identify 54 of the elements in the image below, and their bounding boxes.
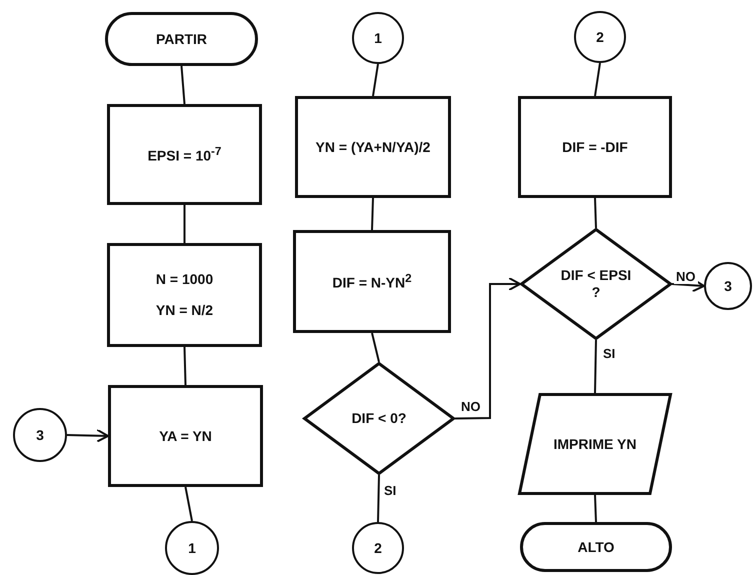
edge-label: SI <box>382 484 398 498</box>
connector-line <box>184 346 186 386</box>
edge-label: SI <box>601 347 618 362</box>
data-parallelogram <box>518 393 672 495</box>
decision-diamond <box>520 228 672 340</box>
node-text: 2 <box>596 28 604 46</box>
connector-line <box>594 494 597 522</box>
connector-line <box>184 486 193 522</box>
process-box <box>107 104 262 205</box>
edge-label: NO <box>459 400 482 414</box>
connector-line <box>180 66 186 104</box>
connector-line <box>594 62 601 96</box>
node-text: DIF < 0? <box>350 410 408 427</box>
arrow <box>672 278 705 292</box>
node-text: DIF = N-YN$^{2}$ <box>332 272 412 292</box>
node-text: 2 <box>374 540 382 556</box>
connector-circle <box>704 262 752 310</box>
arrow <box>66 428 109 443</box>
connector-line <box>371 198 374 230</box>
connector-line <box>371 332 380 362</box>
connector-circle <box>352 12 404 64</box>
terminal-shape <box>520 522 672 572</box>
node-text: 3 <box>724 278 732 294</box>
node-text: 3 <box>36 426 44 444</box>
connector-line <box>594 340 597 394</box>
process-box <box>293 230 451 333</box>
node-text: PARTIR <box>156 30 208 48</box>
node-text: IMPRIME YN <box>554 436 636 452</box>
node-text: YN = N/2 <box>156 302 214 319</box>
connector-line <box>184 205 186 243</box>
connector-circle <box>574 11 626 63</box>
node-text: N = 1000 <box>156 271 214 288</box>
decision-diamond <box>303 362 455 475</box>
node-text: DIF = -DIF <box>562 138 628 156</box>
process-box <box>107 243 262 347</box>
connector-circle <box>13 408 67 462</box>
node-text: 1 <box>188 540 196 556</box>
process-box <box>518 96 672 198</box>
node-text: ALTO <box>578 538 614 556</box>
node-text: YA = YN <box>159 428 212 444</box>
terminal-shape <box>105 12 258 66</box>
connector-line <box>377 474 380 522</box>
process-box <box>295 96 451 198</box>
connector-circle <box>352 522 404 574</box>
arrow <box>454 277 521 420</box>
process-box <box>108 385 263 487</box>
edge-label: NO <box>674 270 698 284</box>
node-text: DIF < EPSI ? <box>560 267 632 301</box>
connector-line <box>372 64 379 96</box>
connector-line <box>594 198 597 228</box>
node-text: EPSI = 10$^{-7}$ <box>148 144 222 164</box>
node-text: YN = (YA+N/YA)/2 <box>316 138 430 156</box>
node-text: 1 <box>374 30 382 46</box>
connector-circle <box>165 521 219 575</box>
